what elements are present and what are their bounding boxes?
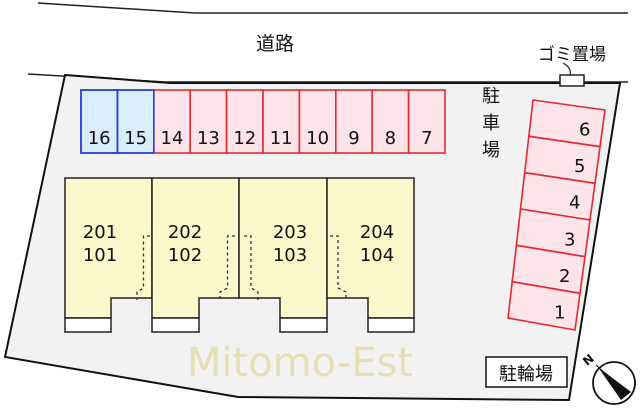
compass-icon: N (580, 351, 636, 405)
unit-lower-number: 103 (273, 245, 307, 266)
top-parking-row: 16 15 14 13 12 11 10 9 8 7 (80, 89, 446, 154)
parking-number: 5 (574, 156, 585, 177)
unit-upper-number: 201 (83, 222, 117, 243)
parking-space-14: 14 (153, 89, 192, 154)
parking-number: 10 (306, 128, 329, 149)
north-label: N (580, 351, 597, 368)
balcony (279, 317, 328, 333)
parking-number: 2 (559, 266, 570, 287)
parking-number: 9 (348, 128, 359, 149)
garbage-area (559, 74, 585, 87)
parking-number: 1 (554, 303, 565, 324)
parking-number: 4 (569, 193, 580, 214)
unit-lower-number: 102 (168, 245, 202, 266)
parking-space-border (116, 89, 155, 154)
bicycle-parking (485, 356, 568, 388)
parking-number: 7 (421, 128, 432, 149)
parking-space-9: 9 (334, 89, 373, 154)
road-edge-top (37, 2, 628, 14)
parking-number: 3 (564, 229, 575, 250)
parking-number: 13 (197, 128, 220, 149)
unit-upper-number: 202 (168, 222, 202, 243)
parking-number: 8 (385, 128, 396, 149)
unit-upper-number: 203 (273, 222, 307, 243)
parking-space-1: 1 (507, 280, 581, 331)
parking-space-8: 8 (371, 89, 410, 154)
garbage-label: ゴミ置場 (538, 44, 606, 65)
bicycle-parking-label: 駐輪場 (499, 364, 553, 385)
road-label: 道路 (256, 33, 294, 55)
unit-lower-number: 101 (83, 245, 117, 266)
staircase-outline (136, 235, 150, 300)
parking-space-12: 12 (225, 89, 264, 154)
side-parking-column: 6 5 4 3 2 1 (507, 99, 606, 331)
staircase-outline (330, 235, 347, 300)
garbage-leader (562, 62, 571, 76)
balcony (151, 317, 200, 333)
watermark: Mitomo-Est (187, 340, 413, 386)
parking-space-15: 15 (116, 89, 155, 154)
parking-space-7: 7 (407, 89, 446, 154)
balcony (367, 317, 415, 333)
parking-number: 15 (124, 128, 147, 149)
unit-upper-number: 204 (360, 222, 394, 243)
parking-number: 14 (161, 128, 184, 149)
parking-number: 12 (233, 128, 256, 149)
parking-number: 11 (270, 128, 293, 149)
parking-space-11: 11 (262, 89, 301, 154)
parking-space-10: 10 (298, 89, 337, 154)
balcony (64, 317, 112, 333)
unit-lower-number: 104 (360, 245, 394, 266)
parking-space-13: 13 (189, 89, 228, 154)
parking-number: 16 (88, 128, 111, 149)
parking-label: 駐車場 (479, 86, 500, 167)
parking-number: 6 (579, 119, 590, 140)
parking-space-16: 16 (80, 89, 119, 154)
